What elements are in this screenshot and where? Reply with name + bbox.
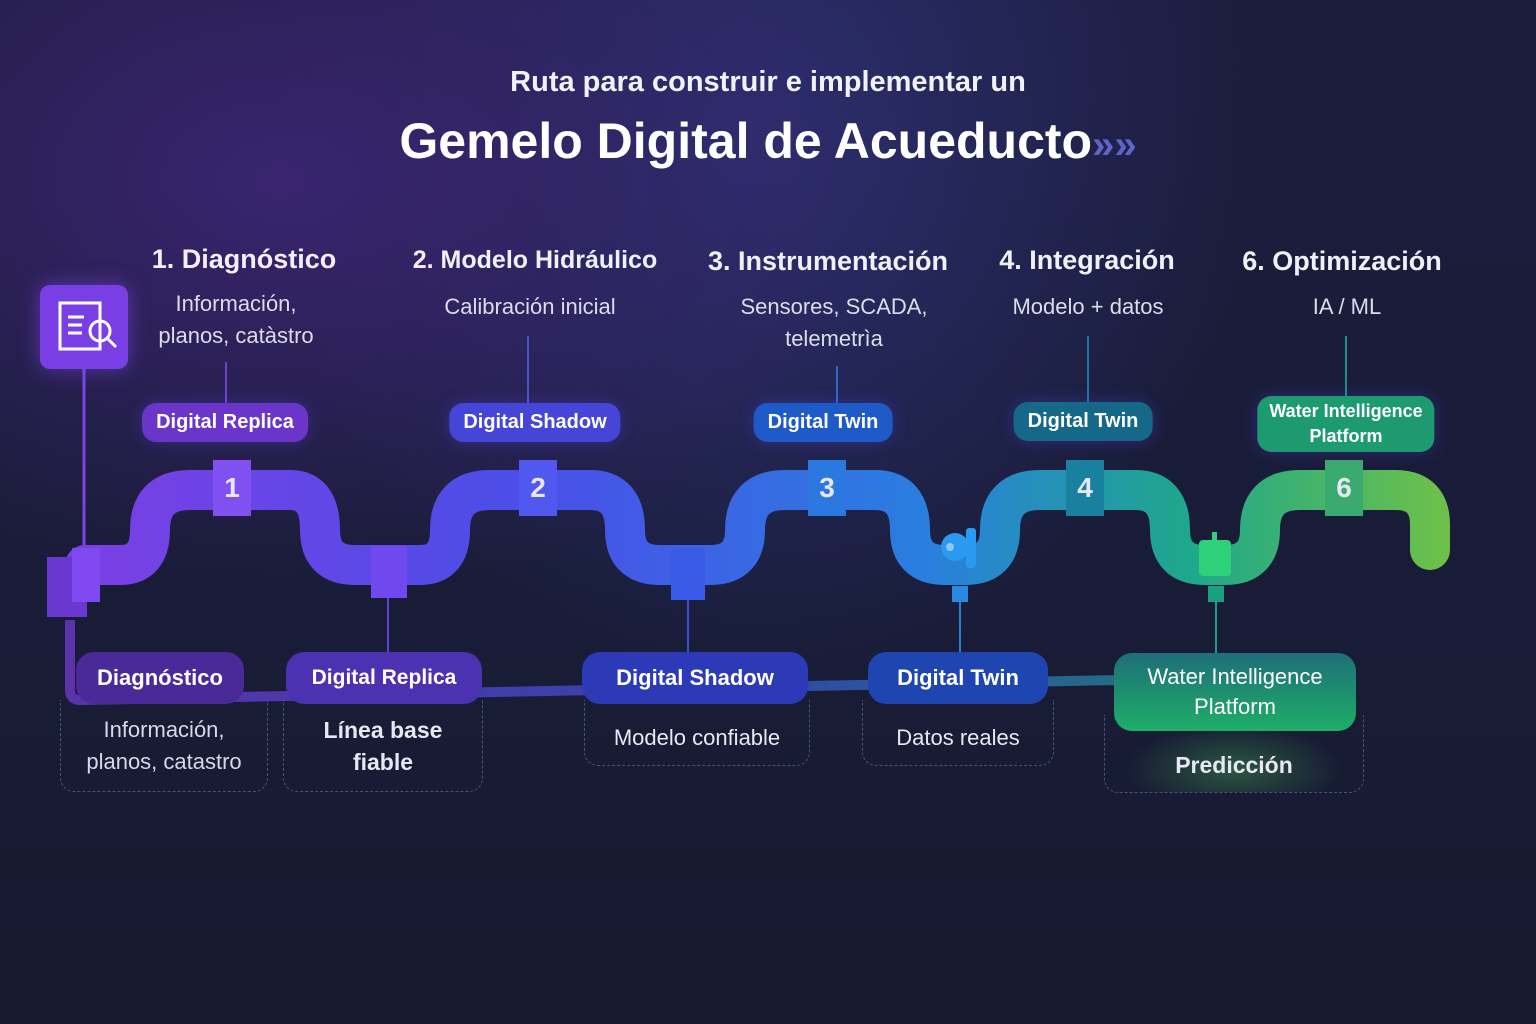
- bottom-desc-shadow: Modelo confiable: [584, 700, 810, 766]
- bottom-connector-line: [65, 620, 1121, 706]
- subtitle: Ruta para construir e implementar un: [510, 66, 1026, 98]
- step-number-2: 2: [519, 460, 557, 516]
- pipe-joint: [671, 548, 705, 600]
- valve-icon: [941, 528, 976, 602]
- bottom-desc-replica: Línea base fiable: [283, 700, 483, 792]
- step-3-title: 3. Instrumentación: [707, 246, 949, 276]
- stage-pill-digital-twin: Digital Twin: [753, 403, 893, 442]
- step-4-desc: Modelo + datos: [1012, 294, 1164, 319]
- bottom-pill-water-intelligence: Water Intelligence Platform: [1114, 653, 1356, 731]
- step-4-title: 4. Integración: [999, 245, 1175, 275]
- step-number-4: 4: [1066, 460, 1104, 516]
- pipe-joint: [72, 548, 100, 602]
- stage-pill-digital-replica: Digital Replica: [142, 403, 308, 442]
- stage-pill-digital-shadow: Digital Shadow: [449, 403, 621, 442]
- bottom-pill-digital-replica: Digital Replica: [286, 652, 482, 704]
- step-6-title: 6. Optimización: [1242, 246, 1442, 276]
- step-2-title: 2. Modelo Hidráulico: [412, 246, 658, 274]
- step-number-3: 3: [808, 460, 846, 516]
- document-search-icon: [58, 301, 118, 351]
- step-1-desc-text: Información, planos, catàstro: [158, 291, 314, 348]
- bottom-pill-digital-shadow: Digital Shadow: [582, 652, 808, 704]
- pipe-joint: [371, 546, 407, 598]
- chevrons-icon: »»: [1092, 123, 1137, 167]
- diagnosis-icon-box: [40, 285, 128, 369]
- vertical-connectors: [225, 336, 1347, 655]
- bottom-desc-diagnostico: Información, planos, catastro: [60, 700, 268, 792]
- page-title: Gemelo Digital de Acueducto»»: [0, 112, 1536, 170]
- stage-pill-water-intelligence: Water Intelligence Platform: [1257, 396, 1435, 452]
- title-text: Gemelo Digital de Acueducto: [399, 113, 1093, 169]
- step-number-6: 6: [1325, 460, 1363, 516]
- step-1-desc: Información, planos, catàstro: [158, 288, 313, 352]
- stage-pill-digital-twin-2: Digital Twin: [1013, 402, 1153, 441]
- step-6-desc: IA / ML: [1312, 294, 1382, 319]
- step-3-desc: Sensores, SCADA, telemetrìa: [740, 294, 928, 351]
- bottom-pill-diagnostico: Diagnóstico: [76, 652, 244, 704]
- sensor-icon: [1199, 532, 1231, 602]
- step-2-desc: Calibración inicial: [444, 294, 616, 319]
- bottom-desc-twin: Datos reales: [862, 700, 1054, 766]
- step-number-1: 1: [213, 460, 251, 516]
- bottom-pill-digital-twin: Digital Twin: [868, 652, 1048, 704]
- step-1-title: 1. Diagnóstico: [151, 244, 337, 274]
